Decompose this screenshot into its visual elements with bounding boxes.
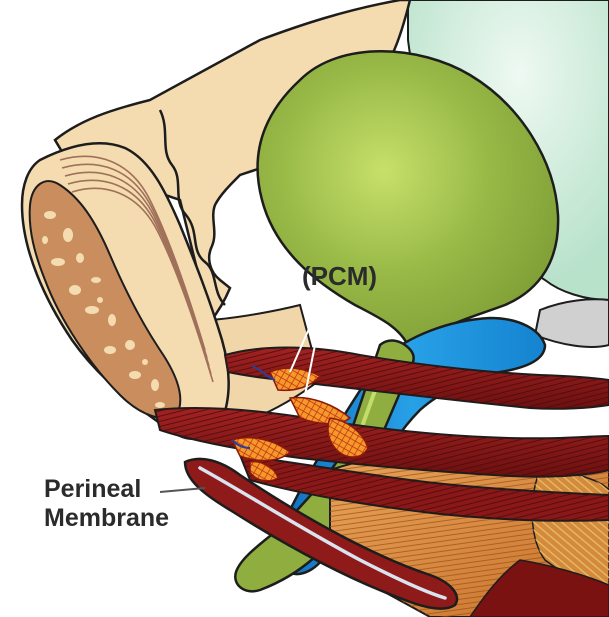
perineal-label-line1: Perineal: [44, 475, 141, 503]
perineal-label-line2: Membrane: [44, 504, 169, 532]
pcm-label: (PCM): [302, 261, 377, 291]
gray-tissue-shape: [535, 299, 609, 347]
perineal-pointer-line: [160, 488, 205, 492]
